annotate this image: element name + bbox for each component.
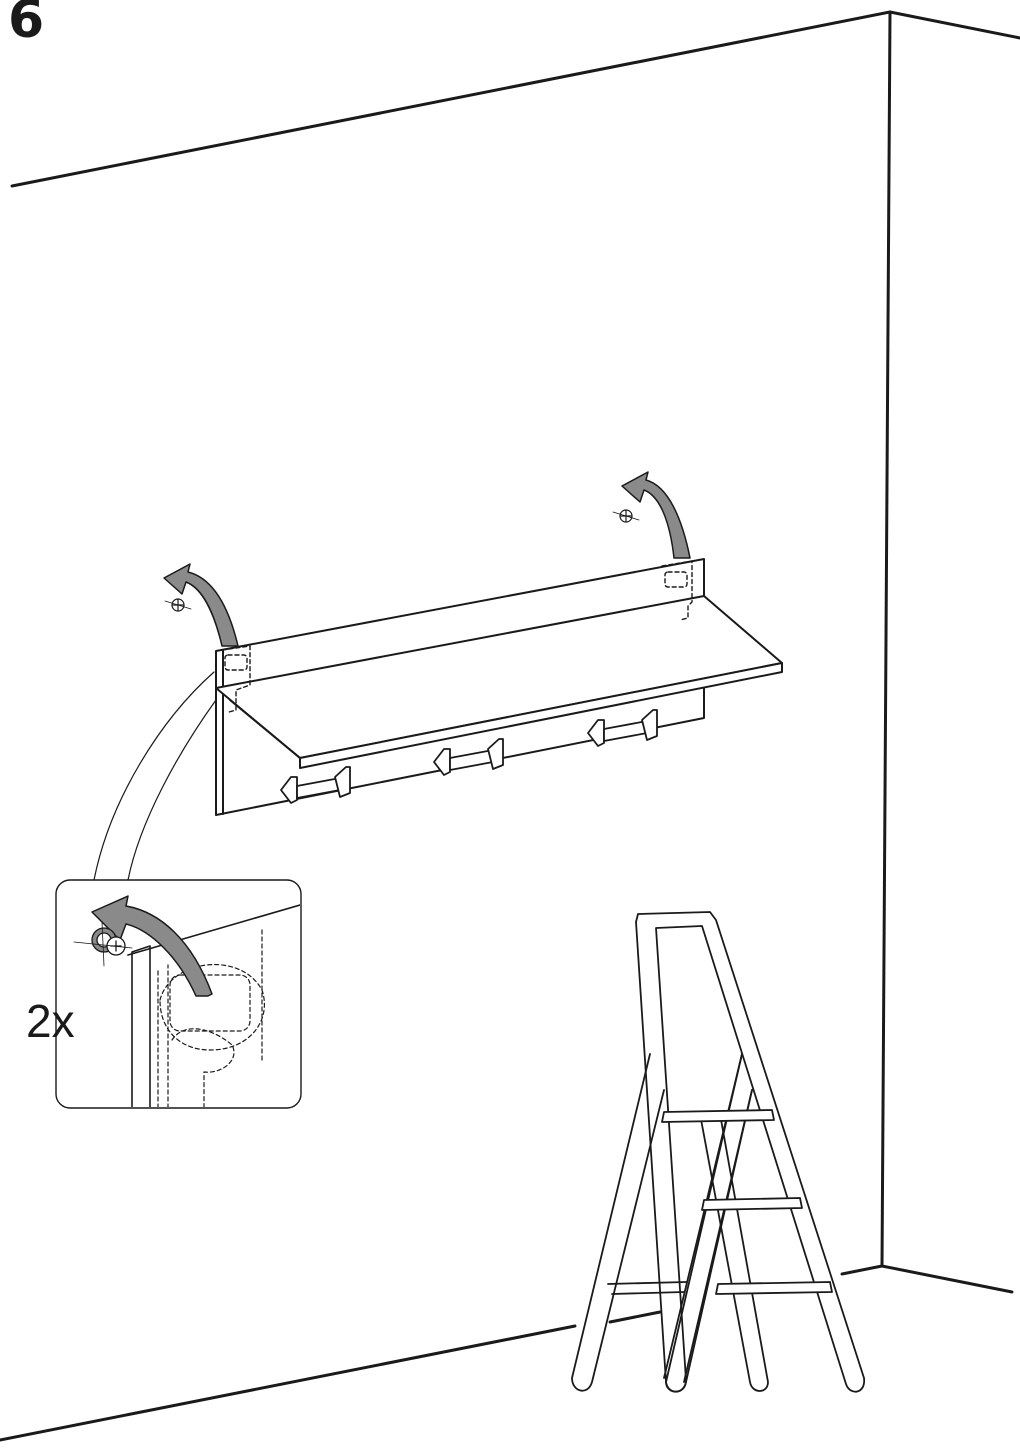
coat-hook-3 [587, 709, 658, 747]
curved-arrow-icon [621, 471, 691, 559]
room-walls [0, 10, 1020, 1442]
coat-hook-2 [433, 738, 504, 776]
coat-hook-1 [280, 766, 351, 804]
detail-inset [55, 879, 302, 1109]
coat-hooks [280, 709, 658, 804]
step-number: 6 [8, 0, 45, 50]
quantity-label: 2x [26, 995, 75, 1047]
screw-icon [73, 921, 133, 967]
wall-shelf [215, 558, 783, 816]
screw-icon [612, 509, 640, 523]
detail-callout-connector [93, 671, 217, 881]
curved-arrow-icon [163, 563, 239, 647]
curved-arrow-icon [91, 895, 213, 997]
screw-icon [164, 598, 192, 612]
step-ladder [571, 911, 865, 1393]
